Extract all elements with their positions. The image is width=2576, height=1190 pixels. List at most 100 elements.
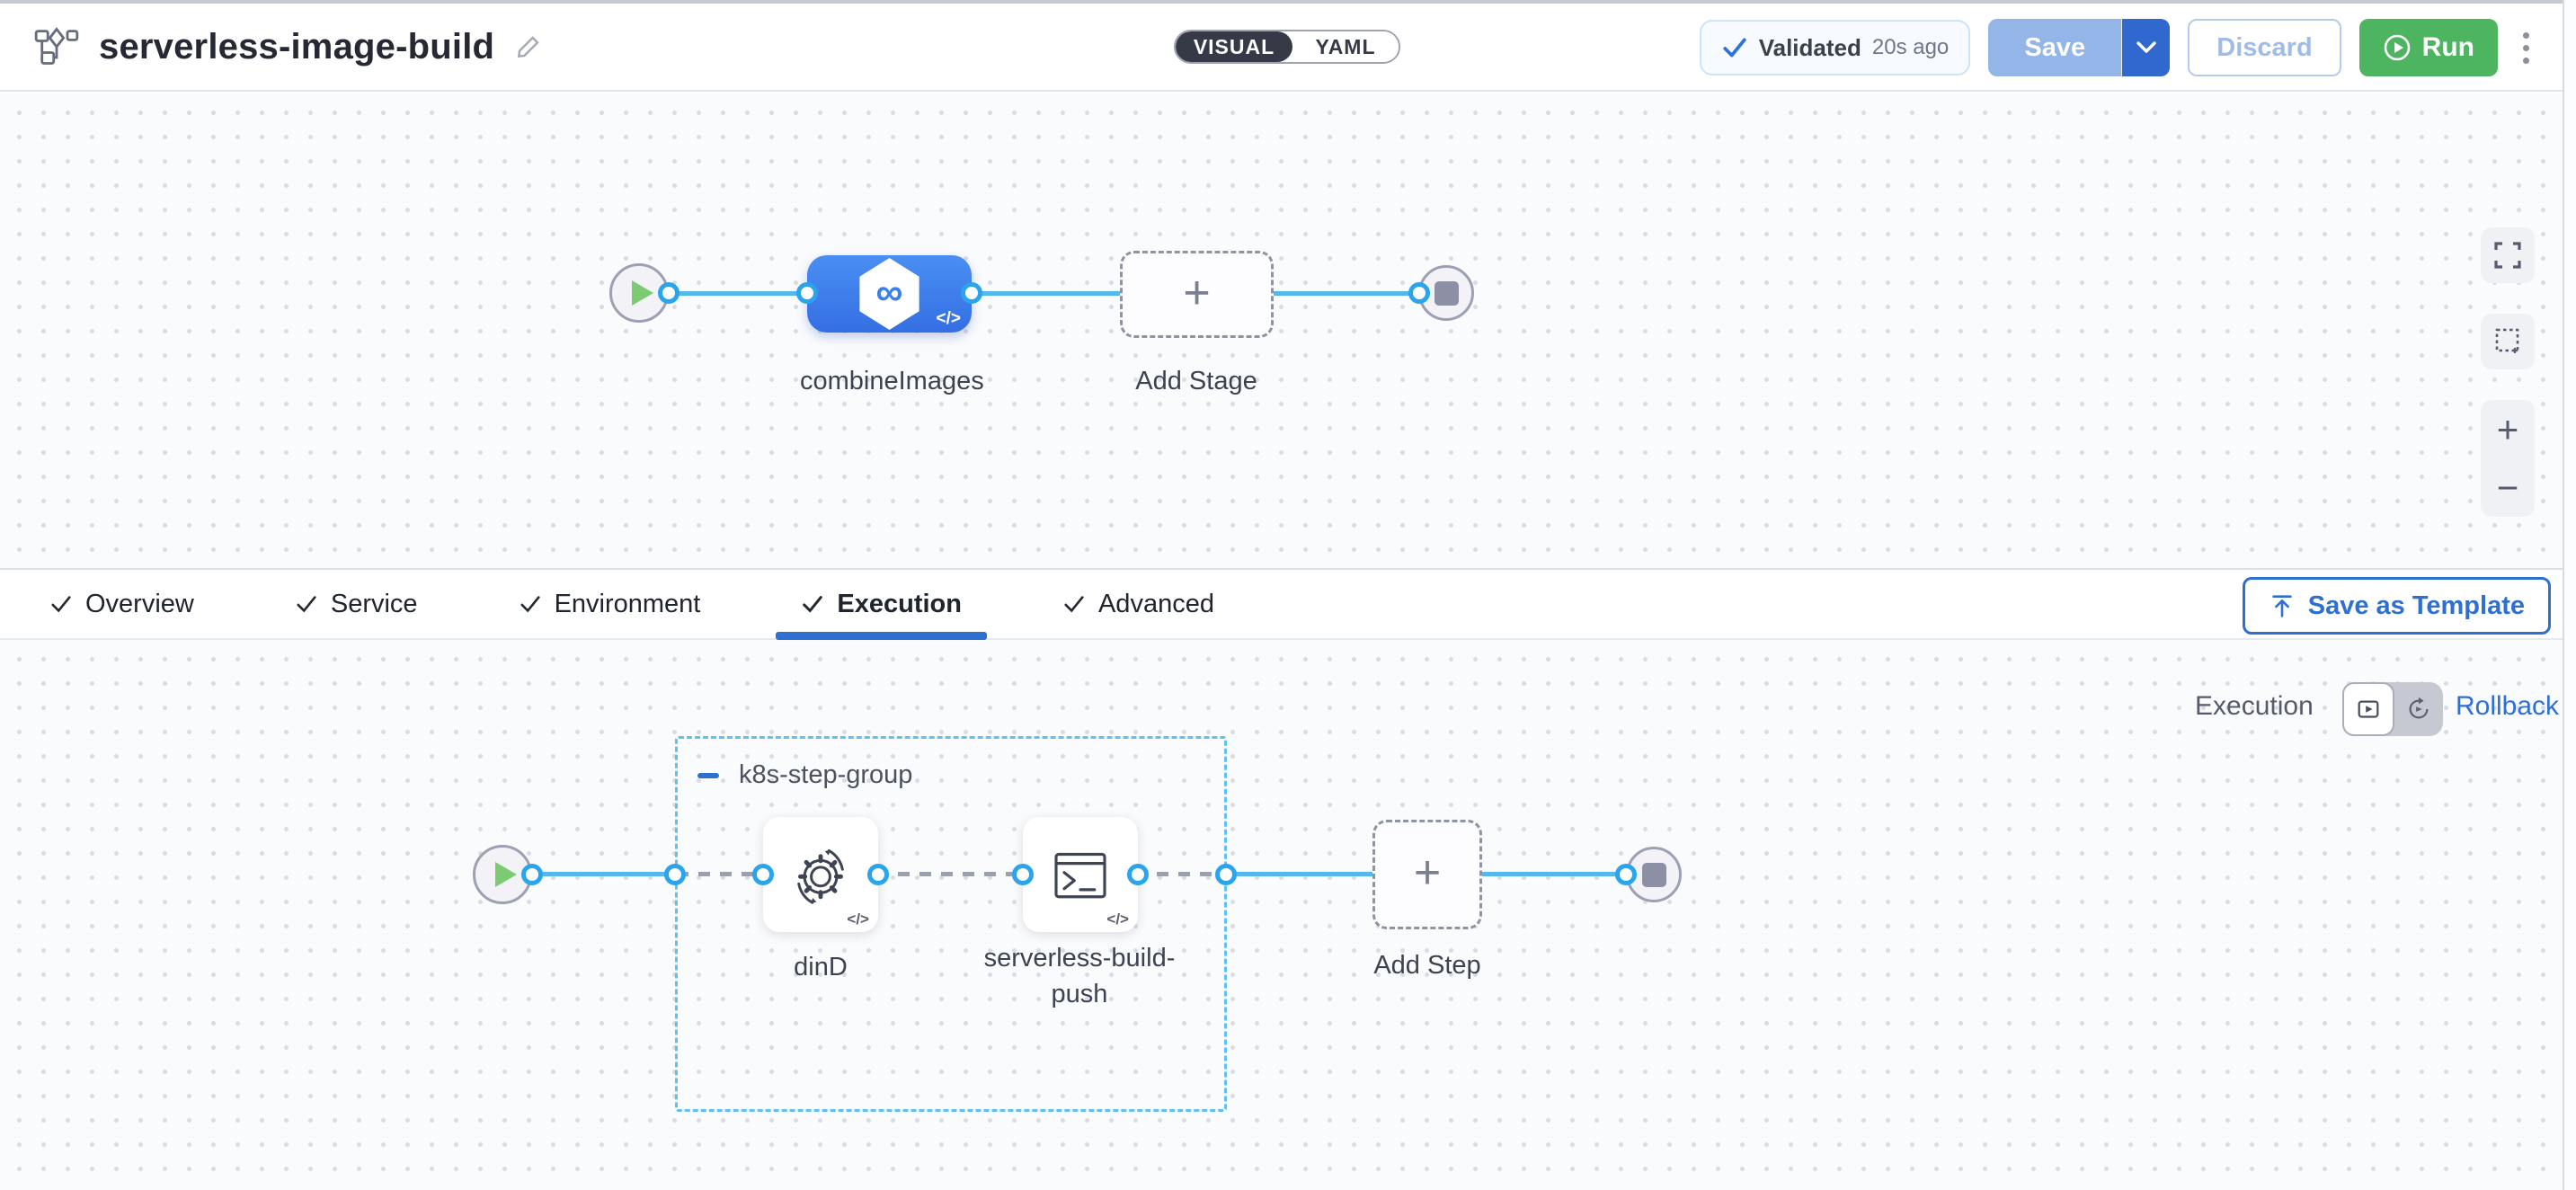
visual-yaml-toggle: VISUAL YAML bbox=[1174, 30, 1400, 64]
edit-title-icon[interactable] bbox=[514, 32, 543, 61]
step-group-name: k8s-step-group bbox=[739, 760, 913, 789]
docker-in-docker-icon bbox=[797, 848, 844, 904]
connector-port bbox=[961, 282, 982, 304]
header-actions: Validated 20s ago Save Discard Run bbox=[1699, 4, 2536, 92]
plus-icon: + bbox=[1183, 266, 1211, 319]
check-icon bbox=[803, 596, 823, 613]
connector-line bbox=[1271, 291, 1420, 296]
header-left: serverless-image-build bbox=[0, 27, 543, 67]
execution-segment[interactable] bbox=[2342, 682, 2394, 736]
code-badge-icon: </> bbox=[847, 910, 869, 928]
connector-port bbox=[1012, 864, 1034, 885]
connector-port bbox=[1127, 864, 1149, 885]
stage-tabbar: Overview Service Environment Execution A… bbox=[0, 568, 2576, 640]
connector-port bbox=[752, 864, 774, 885]
page-title: serverless-image-build bbox=[99, 26, 495, 67]
stop-icon bbox=[1434, 280, 1459, 306]
connector-port bbox=[867, 864, 889, 885]
validated-badge[interactable]: Validated 20s ago bbox=[1699, 20, 1971, 75]
connector-line-dashed bbox=[876, 872, 1025, 876]
connector-line bbox=[970, 291, 1124, 296]
tab-environment[interactable]: Environment bbox=[493, 570, 726, 638]
window-top-edge bbox=[0, 0, 2576, 4]
code-badge-icon: </> bbox=[936, 309, 961, 328]
validated-label: Validated bbox=[1758, 33, 1861, 61]
connector-line bbox=[669, 291, 809, 296]
stop-icon bbox=[1641, 862, 1666, 887]
canvas-controls: + − bbox=[2481, 227, 2535, 517]
pipeline-icon bbox=[34, 27, 79, 67]
connector-port bbox=[796, 282, 818, 304]
zoom-out-button[interactable]: − bbox=[2496, 466, 2519, 509]
fullscreen-icon bbox=[2494, 242, 2521, 269]
start-play-icon bbox=[632, 280, 653, 306]
step-node-dind[interactable]: </> bbox=[763, 817, 878, 932]
connector-port bbox=[1408, 282, 1430, 304]
execution-steps-icon bbox=[2358, 700, 2379, 718]
step-label: serverless-build-push bbox=[983, 944, 1176, 1008]
collapse-group-icon[interactable] bbox=[697, 772, 719, 778]
tab-execution[interactable]: Execution bbox=[776, 570, 987, 640]
check-icon bbox=[1723, 38, 1746, 58]
connector-port bbox=[1615, 864, 1637, 885]
add-step-button[interactable]: + bbox=[1372, 820, 1482, 929]
check-icon bbox=[520, 596, 540, 613]
connector-line-dashed bbox=[677, 872, 765, 876]
tab-advanced[interactable]: Advanced bbox=[1037, 570, 1239, 638]
ci-stage-icon: ∞ bbox=[859, 258, 919, 330]
save-button[interactable]: Save bbox=[1988, 19, 2122, 76]
rollback-link[interactable]: Rollback bbox=[2456, 691, 2560, 721]
plus-icon: + bbox=[1413, 847, 1442, 899]
toggle-visual[interactable]: VISUAL bbox=[1176, 31, 1292, 62]
connector-port bbox=[658, 282, 680, 304]
stage-canvas[interactable]: ∞ </> + combineImages Add Stage bbox=[0, 93, 2576, 568]
marquee-select-button[interactable] bbox=[2481, 314, 2535, 369]
connector-port bbox=[521, 864, 543, 885]
fit-to-screen-button[interactable] bbox=[2481, 227, 2535, 283]
check-icon bbox=[51, 596, 71, 613]
save-dropdown-button[interactable] bbox=[2121, 19, 2171, 76]
step-group-k8s[interactable]: k8s-step-group bbox=[675, 736, 1227, 1112]
upload-icon bbox=[2272, 595, 2292, 617]
more-options-button[interactable] bbox=[2516, 25, 2536, 71]
selection-box-icon bbox=[2495, 328, 2519, 353]
add-stage-label: Add Stage bbox=[1135, 367, 1257, 395]
stage-node-combineimages[interactable]: ∞ </> bbox=[807, 255, 972, 333]
connector-port bbox=[664, 864, 686, 885]
zoom-in-button[interactable]: + bbox=[2496, 407, 2519, 450]
step-node-serverless-build-push[interactable]: </> bbox=[1023, 817, 1138, 932]
save-split-button: Save bbox=[1988, 19, 2171, 76]
tab-overview[interactable]: Overview bbox=[24, 570, 219, 638]
terminal-icon bbox=[1054, 852, 1106, 899]
tab-service[interactable]: Service bbox=[270, 570, 443, 638]
add-step-label: Add Step bbox=[1373, 951, 1481, 980]
connector-line-dashed bbox=[1135, 872, 1225, 876]
connector-line bbox=[1480, 872, 1627, 876]
connector-line bbox=[530, 872, 677, 876]
stage-label: combineImages bbox=[800, 367, 984, 395]
start-play-icon bbox=[495, 862, 517, 887]
code-badge-icon: </> bbox=[1106, 910, 1129, 928]
run-button[interactable]: Run bbox=[2358, 19, 2498, 76]
execution-rollback-toggle bbox=[2342, 682, 2443, 736]
validated-time: 20s ago bbox=[1871, 35, 1950, 59]
discard-button[interactable]: Discard bbox=[2188, 19, 2341, 76]
scrollbar-gutter[interactable] bbox=[2563, 0, 2576, 1190]
rollback-segment[interactable] bbox=[2394, 682, 2443, 736]
save-as-template-button[interactable]: Save as Template bbox=[2242, 577, 2551, 635]
check-icon bbox=[297, 596, 316, 613]
connector-port bbox=[1215, 864, 1237, 885]
toggle-yaml[interactable]: YAML bbox=[1292, 31, 1399, 62]
play-circle-icon bbox=[2384, 34, 2410, 61]
check-icon bbox=[1064, 596, 1084, 613]
header: serverless-image-build VISUAL YAML Valid… bbox=[0, 4, 2576, 92]
rollback-icon bbox=[2409, 697, 2429, 719]
connector-line bbox=[1225, 872, 1374, 876]
chevron-down-icon bbox=[2136, 41, 2156, 53]
execution-mode-label: Execution bbox=[2195, 691, 2314, 721]
run-label: Run bbox=[2421, 32, 2474, 62]
execution-canvas[interactable]: Execution Rollback bbox=[0, 640, 2576, 1190]
step-label: dinD bbox=[794, 953, 848, 981]
add-stage-button[interactable]: + bbox=[1120, 251, 1274, 338]
